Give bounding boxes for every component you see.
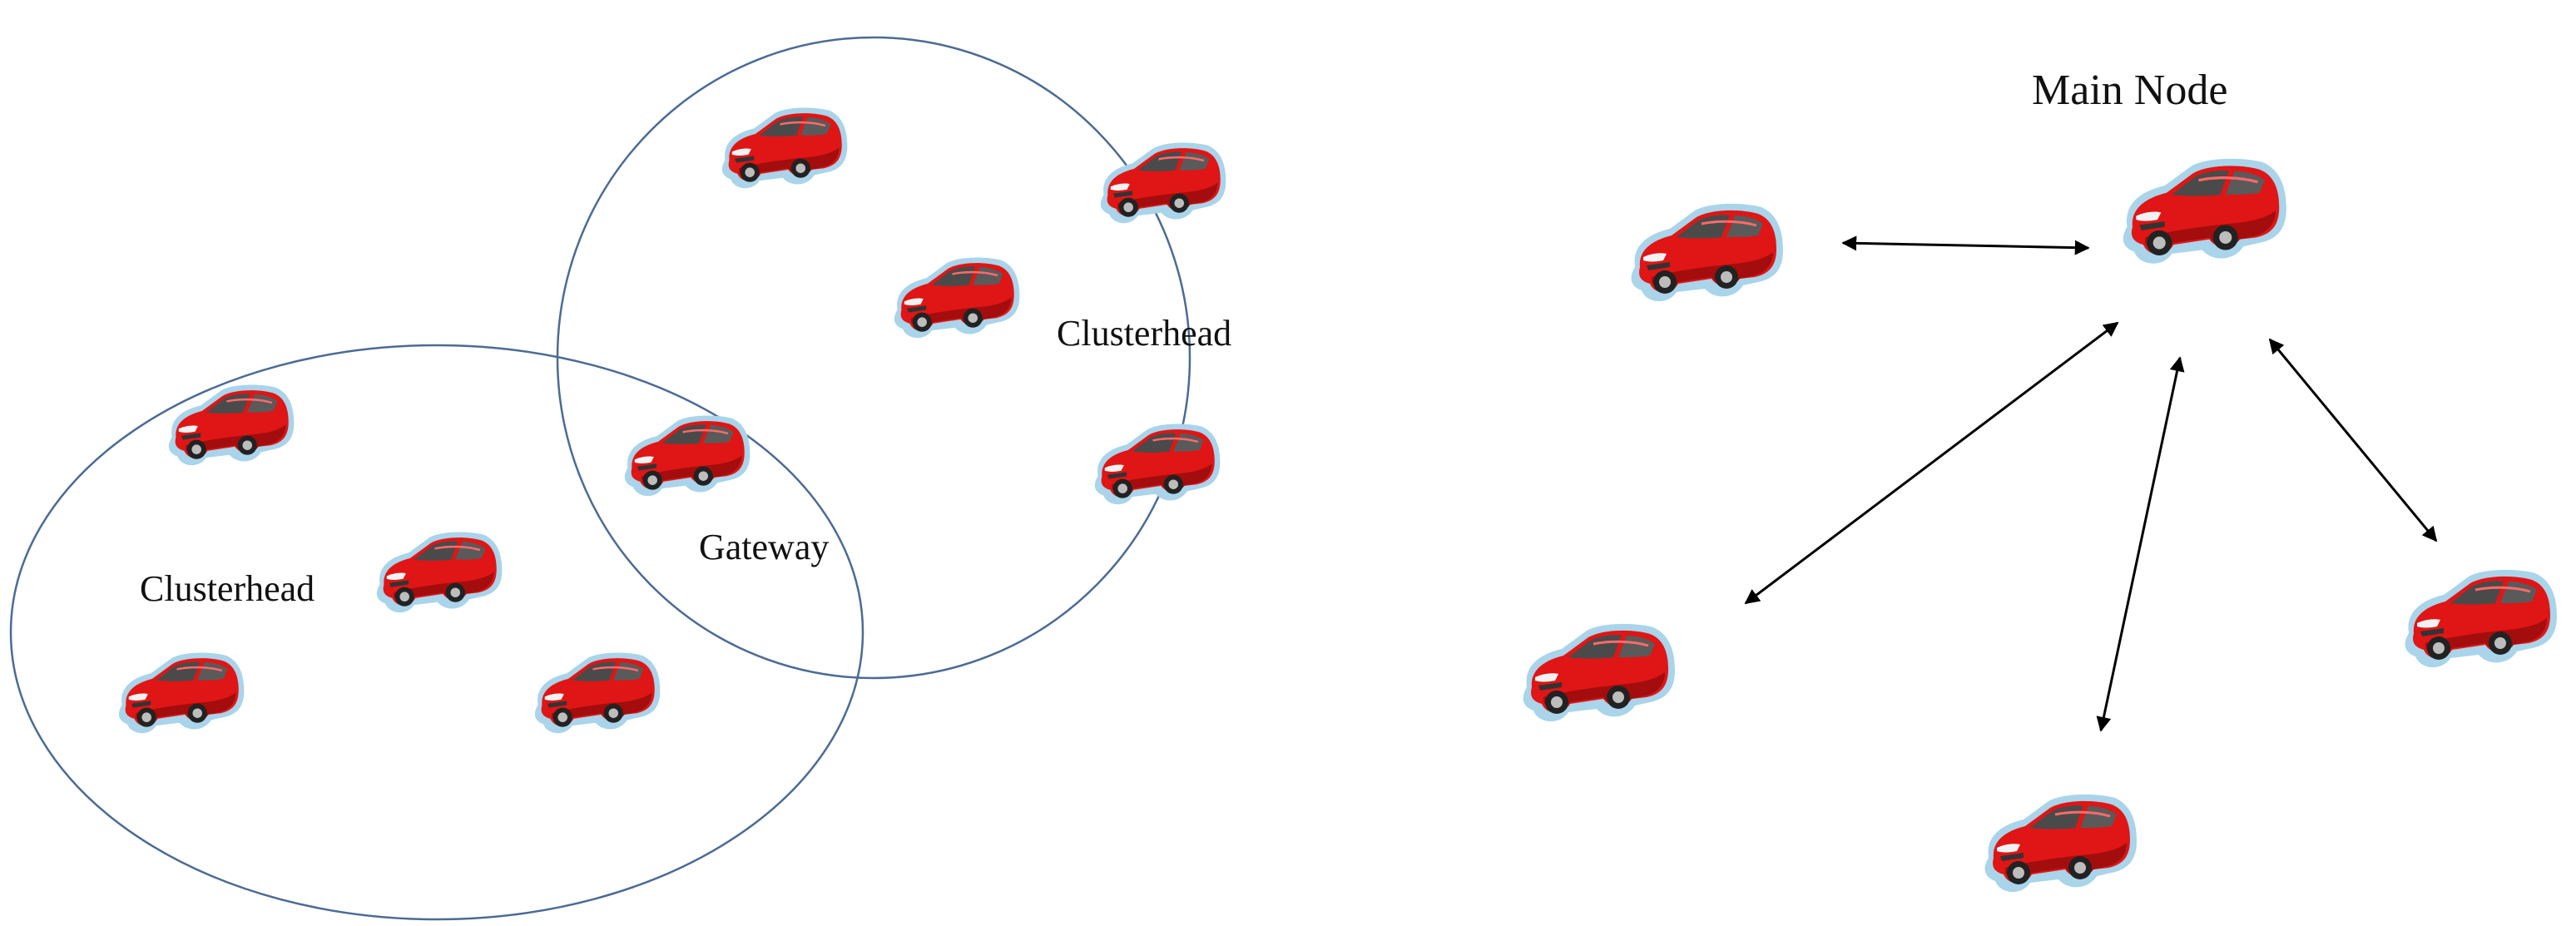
clusterhead-label-left: Clusterhead xyxy=(140,568,315,609)
link-arrow xyxy=(2268,338,2438,542)
car-icon xyxy=(2123,159,2286,264)
car-icon xyxy=(117,651,245,735)
car-icon xyxy=(2403,567,2559,670)
main-node-label: Main Node xyxy=(2032,67,2227,114)
cluster-circle-left xyxy=(9,344,864,921)
car-icon xyxy=(1093,422,1221,506)
car-icon xyxy=(1521,621,1677,724)
car-icon xyxy=(1629,201,1785,304)
car-icon xyxy=(893,255,1021,339)
car-icon xyxy=(167,383,295,467)
car-icon xyxy=(1983,792,2138,894)
car-icon xyxy=(721,106,849,190)
gateway-label: Gateway xyxy=(699,527,829,567)
cluster-circle-right xyxy=(556,36,1191,680)
car-icon xyxy=(623,413,751,498)
clusterhead-label-right: Clusterhead xyxy=(1057,313,1231,354)
car-icon xyxy=(375,530,503,614)
link-arrow xyxy=(2096,356,2185,732)
link-arrow xyxy=(1744,321,2119,605)
car-icon xyxy=(533,651,661,735)
link-arrow xyxy=(1841,235,2090,255)
